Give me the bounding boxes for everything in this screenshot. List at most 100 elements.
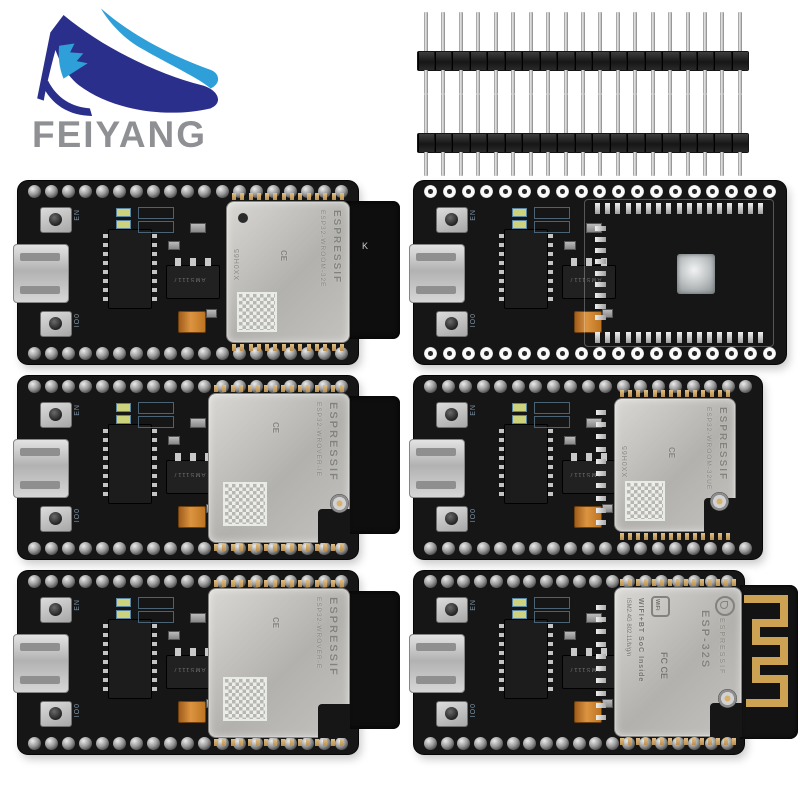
en-label: EN: [470, 404, 477, 416]
boot-label: IO0: [74, 508, 81, 523]
thermal-solder-pad: [677, 254, 715, 294]
header-plastic-bar: [417, 133, 749, 153]
header-pins-bottom: [417, 152, 749, 178]
ce-mark: CE: [271, 422, 280, 434]
esp32-wrover-e-module: ESPRESSIF ESP32-WROVER-E CE: [208, 580, 350, 746]
ce-mark: CE: [279, 250, 288, 262]
en-button: [40, 207, 72, 233]
tantalum-capacitor: [178, 506, 206, 528]
micro-usb-port: [13, 244, 69, 303]
boot-button: [40, 506, 72, 532]
usb-uart-chip: [103, 229, 157, 309]
header-pins-top: [417, 94, 749, 134]
en-label: EN: [74, 599, 81, 611]
usb-uart-chip: [499, 424, 553, 504]
pin-holes-top: [28, 185, 348, 198]
led: [512, 220, 527, 229]
esp32-wroom-32e-board: EN IO0 AMS1117 K ESPRESSIF ESP32-WROOM-3…: [13, 181, 400, 364]
ufl-antenna-connector: [718, 689, 737, 708]
en-label: EN: [470, 209, 477, 221]
module-brand: ESPRESSIF: [327, 402, 339, 482]
header-plastic-bar: [417, 51, 749, 71]
tantalum-capacitor: [574, 506, 602, 528]
module-model: ESP-32S: [699, 610, 711, 670]
en-label: EN: [74, 209, 81, 221]
pin-holes-top: [28, 575, 348, 588]
silkscreen-mark: K: [362, 241, 369, 251]
esp32-wrover-ie-board: EN IO0 AMS1117 ESPRESSIF ESP32-WROVER-IE…: [13, 376, 400, 559]
usb-uart-chip: [103, 619, 157, 699]
pin-holes-top: [28, 380, 348, 393]
fcc-ce-marks: FC CE: [659, 652, 669, 679]
micro-usb-port: [409, 439, 465, 498]
voltage-regulator: AMS1117: [562, 648, 616, 689]
pin-holes-bottom: [424, 542, 752, 555]
led: [512, 208, 527, 217]
pin-holes-top: [424, 185, 776, 198]
boot-button: [436, 311, 468, 337]
tantalum-capacitor: [178, 701, 206, 723]
module-model: ESP32-WROOM-32UE: [705, 407, 712, 491]
qr-code: [223, 677, 267, 721]
module-model: ESP32-WROVER-IE: [315, 402, 322, 477]
boot-button: [40, 311, 72, 337]
en-button: [436, 207, 468, 233]
led: [116, 415, 131, 424]
micro-usb-port: [409, 634, 465, 693]
feiyang-logo-mark: [37, 8, 219, 116]
bare-devkit-board: EN IO0 AMS1117: [409, 181, 786, 364]
pcb-antenna-tab: [740, 585, 798, 739]
espressif-logo-icon: [715, 596, 735, 616]
boot-button: [40, 701, 72, 727]
header-pins-bottom: [417, 70, 749, 96]
led: [116, 208, 131, 217]
meander-antenna-icon: [744, 595, 788, 707]
ce-mark: CE: [667, 447, 676, 459]
led: [116, 220, 131, 229]
usb-uart-chip: [499, 619, 553, 699]
led: [116, 403, 131, 412]
en-button: [40, 402, 72, 428]
esp32-wroom-32ue-board: EN IO0 AMS1117 ESPRESSIF ESP32-WROOM-32U…: [409, 376, 762, 559]
pin-header-strip-2: [417, 94, 749, 176]
boot-label: IO0: [470, 703, 477, 718]
led: [116, 610, 131, 619]
esp32-wroom-32e-module: ESPRESSIF ESP32-WROOM-32E XX0H65 CE: [226, 193, 350, 351]
brand-name: FEIYANG: [32, 114, 208, 155]
antenna-overhang: [346, 396, 400, 534]
module-brand: ESPRESSIF: [718, 618, 725, 676]
esp32-wrover-ie-module: ESPRESSIF ESP32-WROVER-IE CE: [208, 385, 350, 551]
qr-code: [237, 292, 277, 332]
boot-label: IO0: [470, 313, 477, 328]
en-button: [436, 402, 468, 428]
voltage-regulator: AMS1117: [166, 258, 220, 299]
led: [512, 598, 527, 607]
boot-label: IO0: [74, 703, 81, 718]
wifi-logo: WiFi: [651, 596, 670, 617]
pin-holes-bottom: [424, 347, 776, 360]
micro-usb-port: [13, 634, 69, 693]
module-band-line: ISM2.4G 802.11/b/g/n: [625, 598, 631, 657]
micro-usb-port: [409, 244, 465, 303]
en-label: EN: [74, 404, 81, 416]
module-footprint: [584, 199, 774, 347]
pin-holes-bottom: [424, 737, 734, 750]
header-pins-top: [417, 12, 749, 52]
led: [512, 415, 527, 424]
qr-code: [223, 482, 267, 526]
module-model: ESP32-WROVER-E: [315, 597, 322, 670]
ce-mark: CE: [271, 617, 280, 629]
led: [512, 403, 527, 412]
feiyang-logo: FEIYANG: [26, 4, 251, 169]
ufl-antenna-connector: [710, 492, 729, 511]
pin-holes-top: [424, 380, 752, 393]
voltage-regulator: AMS1117: [562, 258, 616, 299]
boot-label: IO0: [74, 313, 81, 328]
led: [116, 598, 131, 607]
pin1-dot: [238, 213, 248, 223]
boot-label: IO0: [470, 508, 477, 523]
module-brand: ESPRESSIF: [327, 597, 339, 677]
ufl-antenna-connector: [330, 494, 349, 513]
tantalum-capacitor: [178, 311, 206, 333]
